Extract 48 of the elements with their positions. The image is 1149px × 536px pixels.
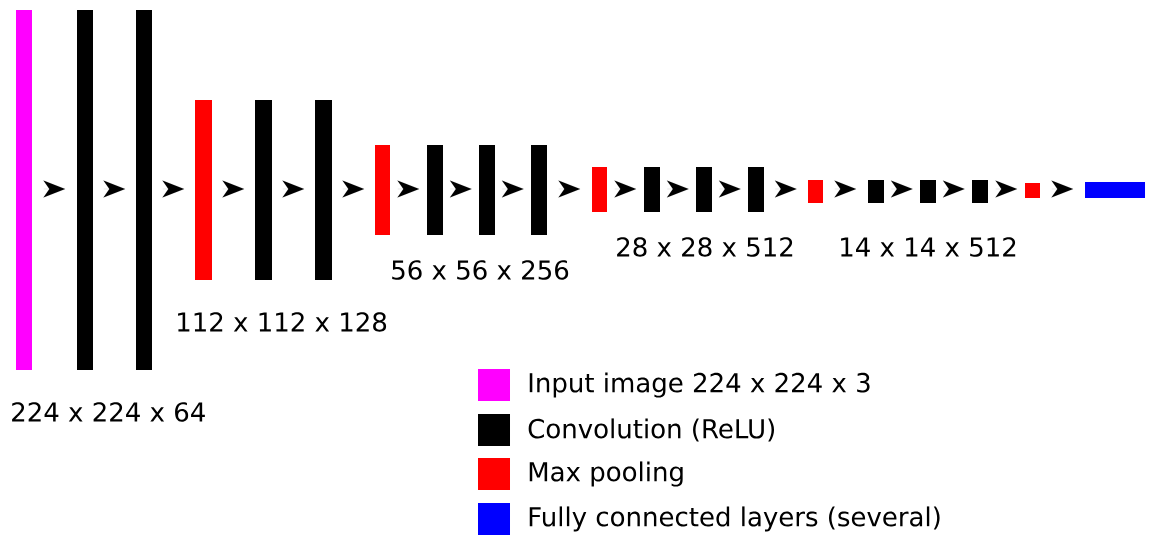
arrow — [834, 180, 857, 198]
arrow — [282, 180, 305, 198]
arrow — [666, 180, 689, 198]
dimension-label: 56 x 56 x 256 — [392, 260, 569, 280]
layer-bar — [696, 167, 712, 212]
arrow — [942, 180, 965, 198]
arrow — [1051, 180, 1074, 198]
layer-bar — [592, 167, 607, 212]
layer-bar — [1085, 182, 1145, 198]
arrow — [43, 180, 66, 198]
layer-bar — [77, 10, 93, 370]
arrow — [222, 180, 245, 198]
arrow — [342, 180, 365, 198]
layer-bar — [920, 180, 936, 203]
arrow — [718, 180, 741, 198]
arrow — [614, 180, 637, 198]
arrow — [162, 180, 185, 198]
layer-bar — [868, 180, 884, 203]
layer-bar — [136, 10, 152, 370]
layer-bar — [479, 145, 495, 235]
dimension-label: 28 x 28 x 512 — [617, 237, 793, 257]
arrow — [890, 180, 913, 198]
legend-label: Convolution (ReLU) — [528, 418, 774, 442]
layer-bar — [748, 167, 764, 212]
dimension-label: 224 x 224 x 64 — [12, 402, 205, 422]
layer-bar — [644, 167, 660, 212]
layer-bar — [531, 145, 547, 235]
layer-bar — [808, 180, 823, 203]
dimension-label: 112 x 112 x 128 — [178, 312, 387, 332]
layer-bar — [315, 100, 332, 280]
legend-label: Max pooling — [529, 461, 683, 487]
arrow — [995, 180, 1018, 198]
layer-bar — [427, 145, 443, 235]
legend-label: Input image 224 x 224 x 3 — [529, 372, 870, 398]
arrow — [103, 180, 126, 198]
dimension-label: 14 x 14 x 512 — [841, 237, 1016, 257]
legend-label: Fully connected layers (several) — [529, 506, 940, 532]
layer-bar — [972, 180, 988, 203]
layer-bar — [195, 100, 212, 280]
layer-bar — [255, 100, 272, 280]
layer-bar — [16, 10, 32, 370]
arrow — [774, 180, 797, 198]
arrow — [449, 180, 472, 198]
arrow — [397, 180, 420, 198]
layer-bar — [375, 145, 390, 235]
layer-bar — [1025, 183, 1040, 198]
arrow — [501, 180, 524, 198]
arrow — [558, 180, 581, 198]
